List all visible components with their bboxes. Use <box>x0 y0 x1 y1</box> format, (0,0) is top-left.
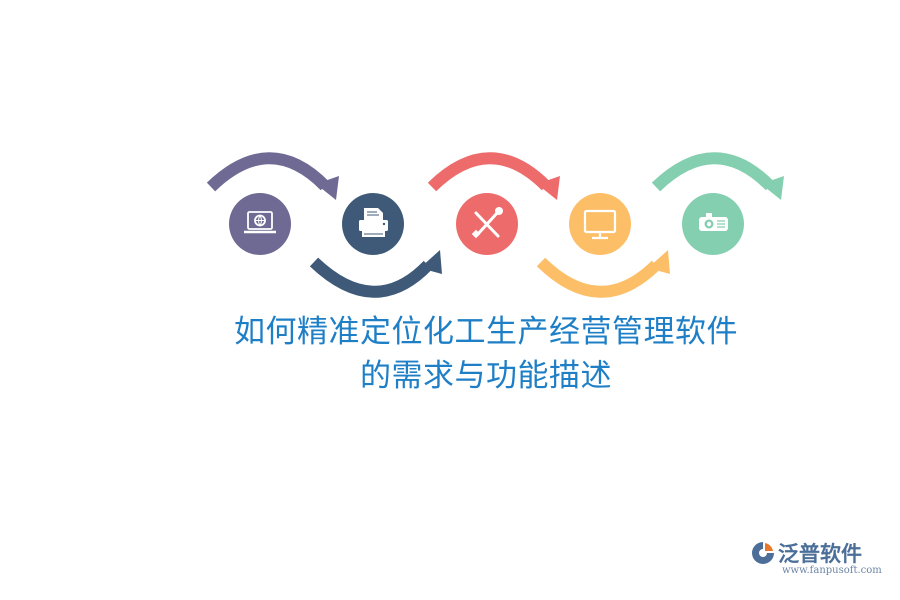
laptop-globe-icon <box>244 211 276 234</box>
brand-watermark: 泛普软件 www.fanpusoft.com <box>750 536 890 580</box>
flow-arrow-1 <box>206 152 339 200</box>
step-1-circle <box>229 193 291 255</box>
flow-arrow-5 <box>651 152 784 200</box>
page-title: 如何精准定位化工生产经营管理软件 的需求与功能描述 <box>0 310 900 398</box>
title-line-1: 如何精准定位化工生产经营管理软件 <box>234 314 738 350</box>
step-5-circle <box>682 193 744 255</box>
step-2-circle <box>342 193 404 255</box>
title-line-2: 的需求与功能描述 <box>360 358 612 394</box>
flow-arrow-3 <box>427 152 560 200</box>
step-4-circle <box>569 193 631 255</box>
printer-icon <box>359 208 388 237</box>
brand-name: 泛普软件 <box>778 542 862 566</box>
brand-url: www.fanpusoft.com <box>782 565 882 576</box>
flow-arrow-2 <box>309 250 442 298</box>
step-3-circle <box>456 193 518 255</box>
tools-icon <box>471 207 503 239</box>
brand-logo-icon <box>752 542 774 564</box>
flow-arrow-4 <box>536 250 670 298</box>
monitor-icon <box>583 209 617 240</box>
projector-icon <box>699 213 728 231</box>
